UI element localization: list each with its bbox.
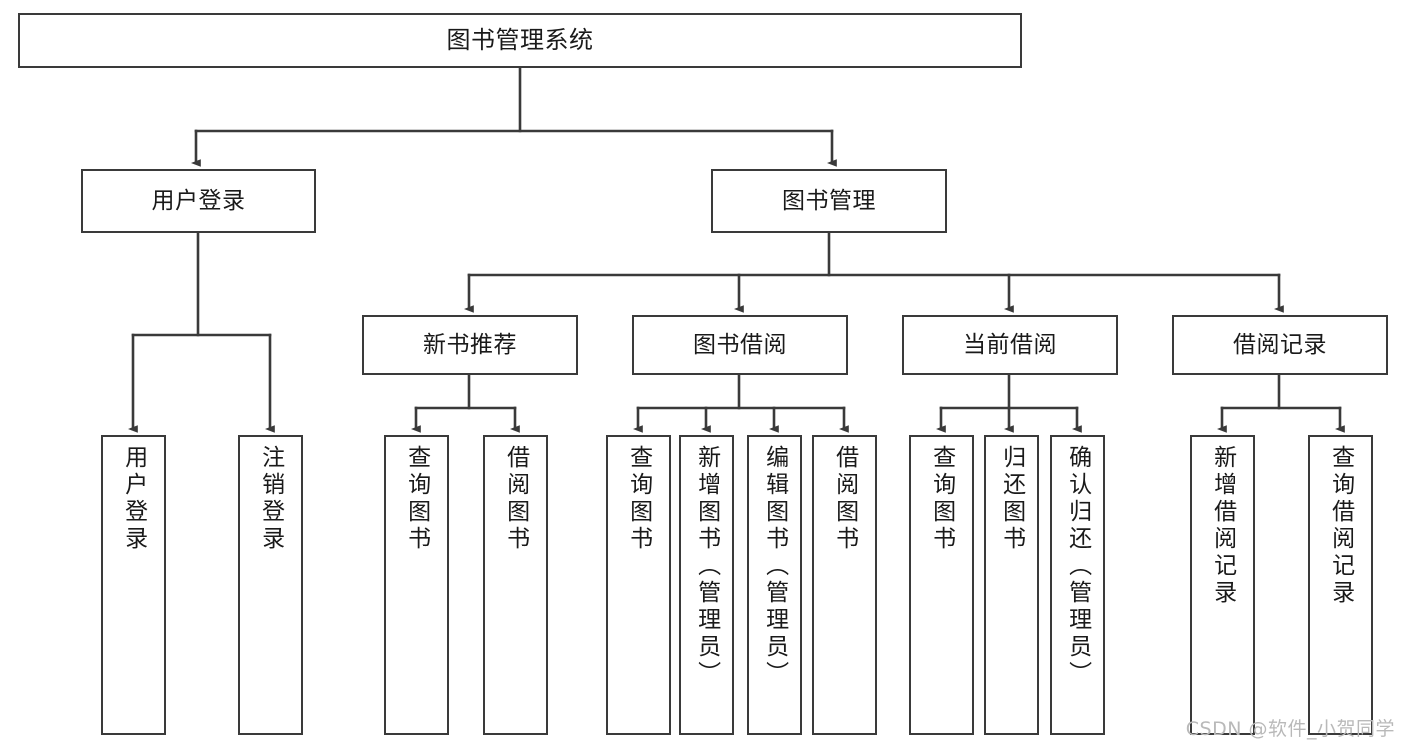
node-leaf-return-book[interactable]: 归还图书 [984, 435, 1039, 735]
node-label: 编辑图书（管理员） [761, 445, 788, 688]
node-leaf-logout[interactable]: 注销登录 [238, 435, 303, 735]
node-current-borrowing[interactable]: 当前借阅 [902, 315, 1118, 375]
node-root-book-management-system[interactable]: 图书管理系统 [18, 13, 1022, 68]
node-leaf-add-borrow-record[interactable]: 新增借阅记录 [1190, 435, 1255, 735]
node-label: 查询图书 [403, 445, 430, 553]
watermark: CSDN @软件_小贺同学 [1185, 718, 1395, 740]
node-label: 新书推荐 [423, 331, 517, 358]
node-label: 用户登录 [151, 187, 246, 214]
node-leaf-add-book-admin[interactable]: 新增图书（管理员） [679, 435, 734, 735]
node-label: 注销登录 [257, 445, 284, 553]
node-label: 查询图书 [928, 445, 955, 553]
node-leaf-query-book-current[interactable]: 查询图书 [909, 435, 974, 735]
node-label: 图书管理系统 [446, 25, 594, 54]
node-label: 图书管理 [782, 187, 876, 214]
node-label: 新增图书（管理员） [693, 445, 720, 688]
node-leaf-query-book-borrowing[interactable]: 查询图书 [606, 435, 671, 735]
node-label: 借阅记录 [1233, 331, 1327, 358]
node-new-book-recommendation[interactable]: 新书推荐 [362, 315, 578, 375]
node-label: 用户登录 [120, 445, 147, 553]
node-leaf-confirm-return-admin[interactable]: 确认归还（管理员） [1050, 435, 1105, 735]
node-label: 图书借阅 [693, 331, 787, 358]
node-borrowing-record[interactable]: 借阅记录 [1172, 315, 1388, 375]
node-user-login[interactable]: 用户登录 [81, 169, 316, 233]
node-book-borrowing[interactable]: 图书借阅 [632, 315, 848, 375]
node-label: 借阅图书 [502, 445, 529, 553]
node-leaf-edit-book-admin[interactable]: 编辑图书（管理员） [747, 435, 802, 735]
node-label: 确认归还（管理员） [1064, 445, 1091, 688]
node-label: 新增借阅记录 [1209, 445, 1236, 607]
node-label: 归还图书 [998, 445, 1025, 553]
node-leaf-user-login[interactable]: 用户登录 [101, 435, 166, 735]
node-label: 当前借阅 [963, 331, 1057, 358]
node-label: 查询借阅记录 [1327, 445, 1354, 607]
node-label: 查询图书 [625, 445, 652, 553]
node-leaf-query-book-recommendation[interactable]: 查询图书 [384, 435, 449, 735]
node-label: 借阅图书 [831, 445, 858, 553]
node-book-management[interactable]: 图书管理 [711, 169, 947, 233]
node-leaf-borrow-book[interactable]: 借阅图书 [812, 435, 877, 735]
node-leaf-query-borrow-record[interactable]: 查询借阅记录 [1308, 435, 1373, 735]
node-leaf-borrow-book-recommendation[interactable]: 借阅图书 [483, 435, 548, 735]
